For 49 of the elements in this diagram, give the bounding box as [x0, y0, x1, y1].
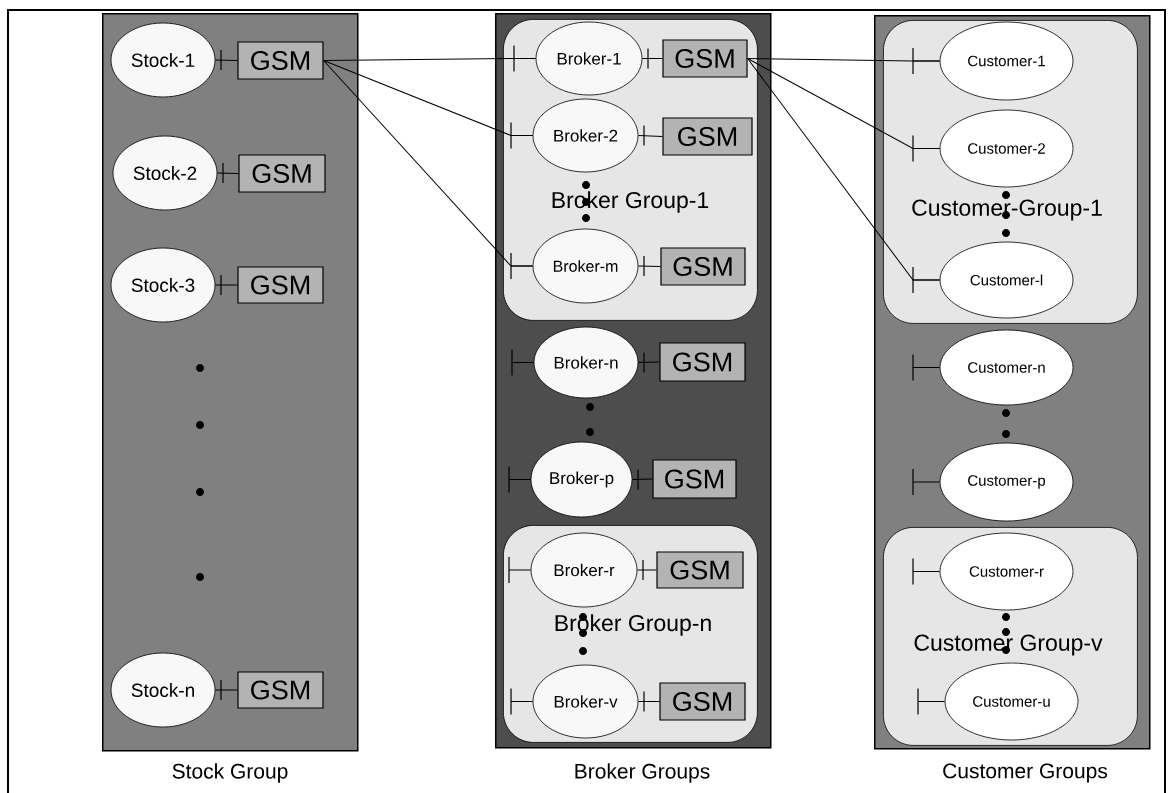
- module-box: GSM: [662, 39, 748, 78]
- module-box: GSM: [237, 671, 324, 709]
- module-box: GSM: [659, 342, 746, 382]
- module-box: GSM: [662, 117, 753, 156]
- connector: [641, 58, 663, 59]
- oval-node: Broker-r: [530, 532, 638, 608]
- module-box: GSM: [237, 41, 324, 80]
- node-label: Broker Groups: [575, 763, 710, 783]
- connector: [323, 60, 534, 267]
- oval-node: Broker-p: [530, 441, 633, 518]
- oval-node: Customer-2: [939, 109, 1074, 188]
- connector: [214, 689, 238, 691]
- module-box: GSM: [660, 247, 746, 286]
- oval-node: Stock-1: [110, 22, 216, 98]
- connector: [637, 701, 660, 702]
- connector: [214, 284, 238, 286]
- oval-node: Stock-n: [110, 652, 216, 728]
- module-box: GSM: [237, 266, 324, 304]
- oval-node: Stock-3: [110, 247, 216, 323]
- connector: [214, 59, 238, 61]
- oval-node: Broker-1: [535, 21, 643, 96]
- oval-node: Broker-v: [532, 664, 639, 739]
- oval-node: Stock-2: [112, 135, 218, 211]
- oval-node: Customer-n: [939, 329, 1074, 406]
- oval-node: Customer-u: [944, 662, 1079, 741]
- module-box: GSM: [238, 154, 326, 193]
- connector: [323, 58, 537, 61]
- module-box: GSM: [659, 682, 746, 721]
- connector: [637, 361, 660, 363]
- oval-node: Customer-p: [939, 442, 1074, 522]
- node-label: Stock Group: [172, 763, 288, 783]
- module-box: GSM: [652, 459, 737, 499]
- connector: [747, 58, 941, 62]
- oval-node: Broker-m: [532, 228, 639, 304]
- oval-node: Customer-r: [939, 532, 1074, 611]
- oval-node: Customer-1: [939, 21, 1074, 101]
- connector: [323, 60, 534, 136]
- node-label: Customer Groups: [943, 763, 1108, 783]
- connector: [637, 135, 663, 137]
- connector: [631, 478, 653, 480]
- connector: [747, 58, 941, 281]
- connector: [637, 265, 661, 267]
- module-box: GSM: [656, 551, 744, 589]
- connector: [216, 172, 239, 174]
- connector: [747, 58, 941, 149]
- oval-node: Customer-l: [939, 241, 1074, 319]
- connector: [636, 569, 657, 571]
- oval-node: Broker-n: [533, 326, 639, 399]
- oval-node: Broker-2: [532, 98, 639, 173]
